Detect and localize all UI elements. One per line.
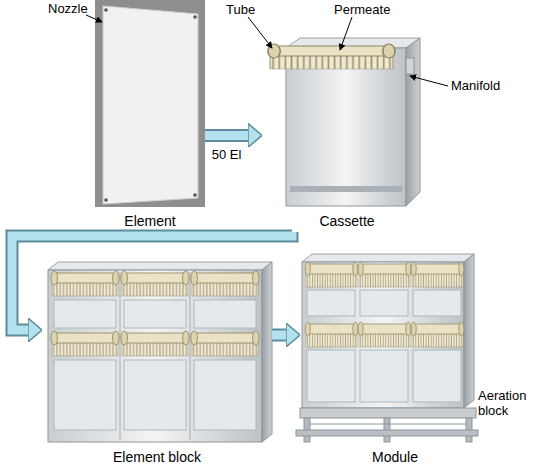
aeration-illustration-part	[300, 408, 476, 418]
element-block-illustration	[48, 262, 272, 442]
element-block-illustration-part	[51, 331, 119, 356]
module-illustration-part	[411, 262, 464, 287]
arrow-body	[205, 131, 248, 140]
module-illustration-part	[358, 262, 411, 287]
element-block-illustration-part	[191, 331, 259, 356]
part-label: Manifold	[451, 78, 521, 93]
element-illustration-part	[193, 193, 197, 197]
module-illustration-part	[307, 350, 355, 402]
element-block-illustration-part	[262, 262, 272, 442]
arrow-outline	[205, 129, 248, 142]
module-illustration-part	[302, 254, 474, 262]
element-block-illustration-part	[48, 270, 262, 442]
module-illustration-part	[360, 290, 408, 316]
arrow-body	[272, 331, 286, 340]
assembly-stage: Element block	[42, 240, 272, 468]
element-illustration-part	[103, 6, 198, 204]
stage-caption: Module	[372, 449, 418, 465]
element-block-illustration-part	[121, 271, 189, 296]
element-block-illustration-part	[190, 272, 191, 440]
leader-lines-part	[86, 15, 102, 22]
element-illustration-part	[95, 0, 205, 207]
assembly-stage: Element	[95, 2, 205, 232]
leader-lines-part	[340, 17, 352, 50]
module-illustration-part	[307, 290, 355, 316]
leader-lines-part	[410, 76, 448, 86]
aeration-illustration-part	[310, 424, 466, 425]
element-block-illustration-part	[51, 271, 119, 296]
cassette-illustration-part	[286, 48, 406, 206]
module-illustration-part	[411, 322, 464, 347]
stage-caption: Element	[124, 213, 175, 229]
leader-lines	[86, 15, 448, 86]
arrow-outline	[272, 329, 286, 342]
element-block-illustration-part	[48, 262, 272, 270]
cassette-illustration-part	[406, 58, 414, 74]
flow-arrow	[272, 335, 286, 336]
element-illustration-part	[104, 8, 108, 12]
element-block-illustration-part	[194, 300, 256, 328]
module-illustration-part	[360, 350, 408, 402]
part-label: Tube	[226, 2, 266, 17]
stage-caption: Element block	[113, 449, 201, 465]
part-label: Permeate	[334, 2, 404, 17]
element-block-illustration-part	[54, 360, 116, 430]
assembly-stage: Module	[300, 240, 490, 468]
module-illustration-part	[358, 322, 411, 347]
count-label: 50 El	[212, 147, 242, 162]
arrow-body	[12, 232, 292, 330]
module-illustration-part	[464, 254, 474, 408]
element-illustration-part	[104, 198, 108, 202]
element-block-illustration-part	[121, 331, 189, 356]
cassette-illustration	[268, 38, 420, 206]
leader-lines-part	[248, 17, 272, 48]
element-block-illustration-part	[191, 271, 259, 296]
module-illustration-part	[305, 262, 358, 287]
arrow-outline	[12, 232, 292, 330]
module-illustration-part	[305, 322, 358, 347]
assembly-stage: Cassette	[262, 2, 432, 232]
module-illustration-part	[413, 290, 461, 316]
element-block-illustration-part	[124, 300, 186, 328]
element-block-illustration-part	[54, 300, 116, 328]
cassette-illustration-part	[268, 44, 395, 69]
part-label: Nozzle	[48, 1, 108, 16]
part-label: Aeration block	[478, 388, 550, 418]
module-illustration	[302, 254, 474, 408]
flow-arrow	[12, 232, 292, 330]
cassette-illustration-part	[290, 186, 402, 192]
aeration-illustration	[296, 408, 478, 442]
element-illustration	[95, 0, 205, 207]
element-block-illustration-part	[124, 360, 186, 430]
flow-arrow	[205, 135, 248, 136]
stage-caption: Cassette	[319, 213, 374, 229]
element-block-illustration-part	[120, 272, 121, 440]
module-illustration-part	[302, 262, 464, 408]
cassette-illustration-part	[406, 38, 420, 206]
module-illustration-part	[413, 350, 461, 402]
element-block-illustration-part	[194, 360, 256, 430]
element-illustration-part	[193, 15, 197, 19]
aeration-illustration-part	[296, 430, 478, 436]
